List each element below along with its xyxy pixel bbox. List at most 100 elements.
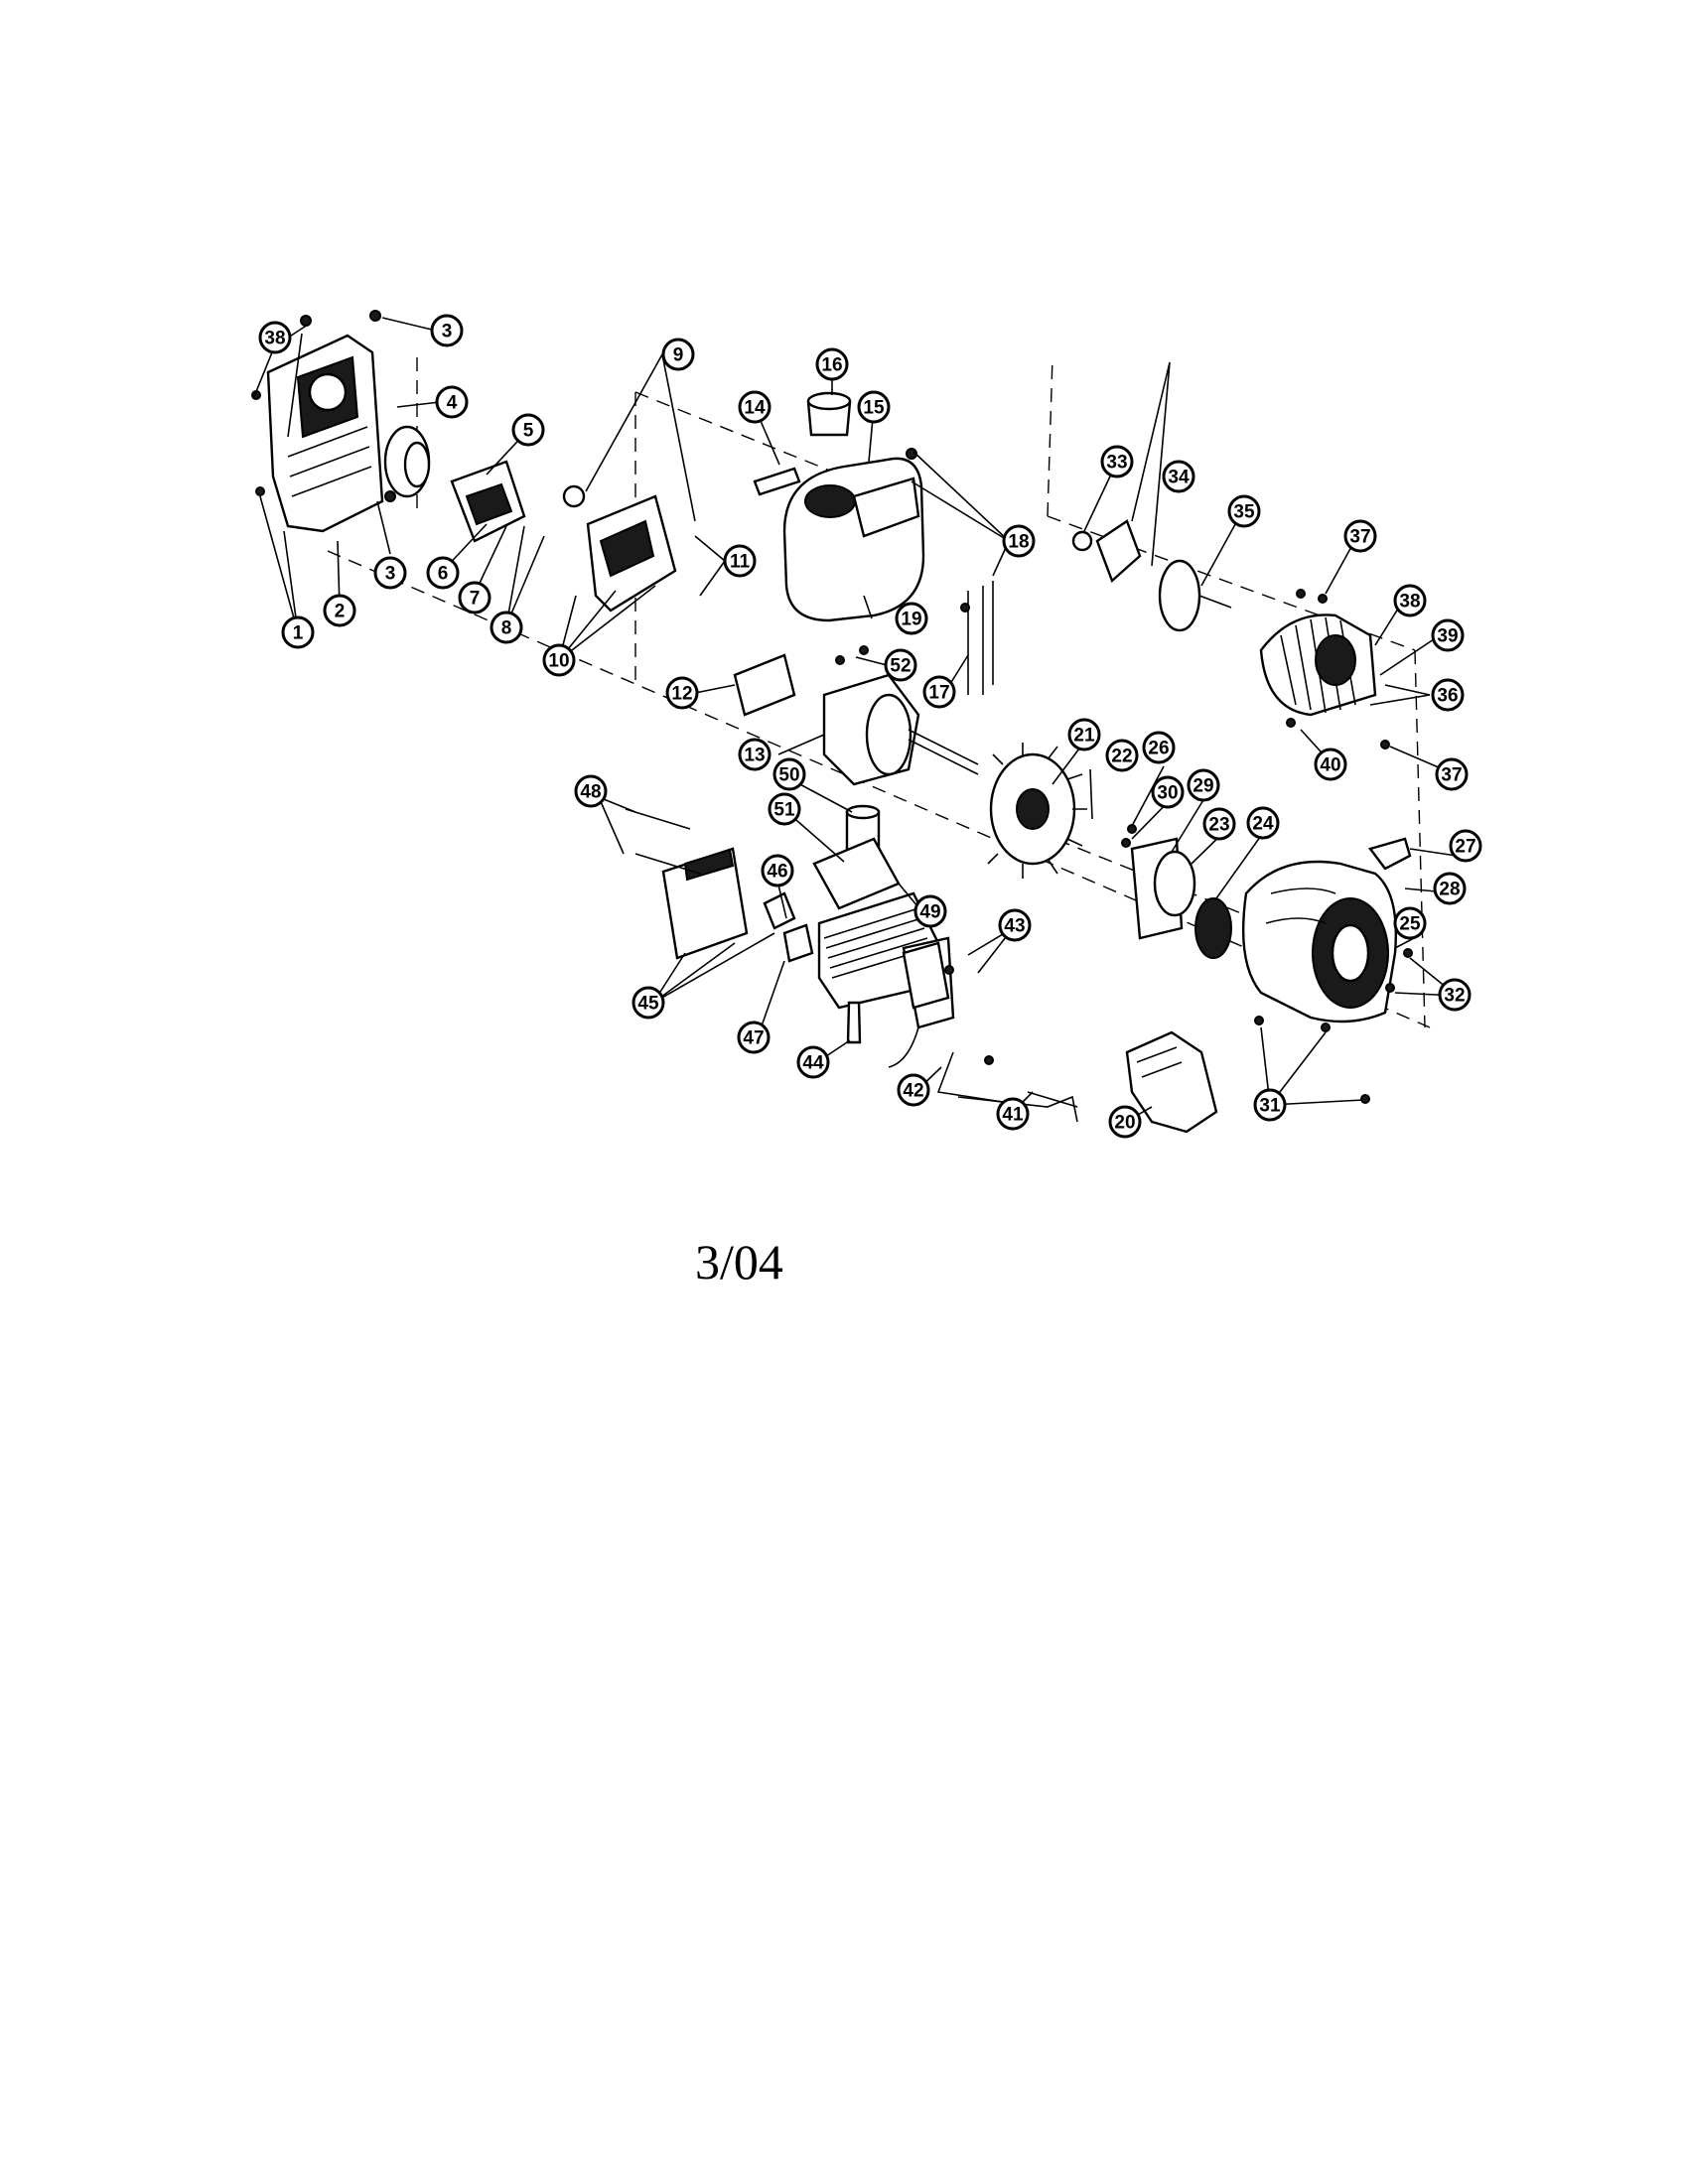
callout-38: 38 bbox=[1393, 584, 1427, 617]
callout-38: 38 bbox=[258, 321, 292, 354]
callout-label: 11 bbox=[730, 552, 751, 573]
callout-label: 6 bbox=[438, 564, 449, 585]
callout-label: 28 bbox=[1439, 880, 1460, 900]
callout-34: 34 bbox=[1162, 460, 1195, 493]
callout-13: 13 bbox=[738, 738, 772, 771]
callout-label: 5 bbox=[523, 421, 534, 442]
engine-cover bbox=[1259, 614, 1377, 717]
callout-6: 6 bbox=[426, 556, 460, 590]
callout-41: 41 bbox=[996, 1097, 1030, 1131]
callout-label: 30 bbox=[1157, 783, 1178, 804]
spark-plug bbox=[846, 1001, 862, 1044]
clutch-drum bbox=[1158, 559, 1232, 632]
callout-label: 38 bbox=[264, 329, 285, 349]
callout-26: 26 bbox=[1142, 731, 1176, 764]
callout-28: 28 bbox=[1433, 872, 1467, 905]
callout-24: 24 bbox=[1246, 806, 1280, 840]
callout-19: 19 bbox=[895, 602, 928, 635]
callout-label: 8 bbox=[501, 618, 512, 639]
callout-2: 2 bbox=[323, 594, 356, 627]
fuel-tank bbox=[782, 457, 925, 622]
callout-50: 50 bbox=[772, 757, 806, 791]
callout-12: 12 bbox=[665, 676, 699, 710]
callout-label: 25 bbox=[1399, 914, 1421, 935]
callout-48: 48 bbox=[574, 774, 608, 808]
callout-52: 52 bbox=[884, 648, 917, 682]
callout-label: 23 bbox=[1208, 815, 1229, 836]
callout-11: 11 bbox=[723, 544, 757, 578]
callout-51: 51 bbox=[768, 792, 801, 826]
callout-9: 9 bbox=[661, 338, 695, 371]
callout-label: 41 bbox=[1002, 1105, 1024, 1126]
callout-37: 37 bbox=[1343, 519, 1377, 553]
callout-label: 51 bbox=[773, 800, 795, 821]
callout-label: 9 bbox=[673, 345, 684, 366]
callout-17: 17 bbox=[922, 675, 956, 709]
callout-39: 39 bbox=[1431, 618, 1465, 652]
callout-36: 36 bbox=[1431, 678, 1465, 712]
starter-handle bbox=[1367, 837, 1412, 871]
callout-label: 2 bbox=[335, 602, 346, 622]
callout-8: 8 bbox=[490, 611, 523, 644]
callout-31: 31 bbox=[1253, 1088, 1287, 1122]
callout-33: 33 bbox=[1100, 445, 1134, 478]
gasket bbox=[733, 653, 796, 717]
callout-25: 25 bbox=[1393, 906, 1427, 940]
callout-35: 35 bbox=[1227, 494, 1261, 528]
callout-10: 10 bbox=[542, 643, 576, 677]
callout-label: 48 bbox=[580, 782, 601, 803]
callout-label: 35 bbox=[1233, 502, 1255, 523]
tank-strap bbox=[753, 467, 801, 496]
callout-label: 17 bbox=[928, 683, 949, 704]
callout-label: 33 bbox=[1106, 453, 1127, 474]
callout-label: 50 bbox=[778, 765, 799, 786]
callout-label: 36 bbox=[1437, 686, 1458, 707]
callout-22: 22 bbox=[1105, 739, 1139, 772]
callout-label: 32 bbox=[1444, 986, 1465, 1007]
callout-44: 44 bbox=[796, 1045, 830, 1079]
clutch-shoe bbox=[1095, 519, 1142, 584]
callout-label: 14 bbox=[744, 398, 766, 419]
callout-5: 5 bbox=[511, 413, 545, 447]
exhaust-gasket bbox=[782, 923, 814, 963]
callout-label: 19 bbox=[901, 610, 921, 630]
ground-wire bbox=[936, 1051, 1004, 1103]
callout-43: 43 bbox=[998, 908, 1032, 942]
clutch-washer bbox=[1071, 530, 1093, 552]
callout-32: 32 bbox=[1438, 978, 1472, 1012]
callout-label: 22 bbox=[1111, 747, 1132, 767]
callout-label: 7 bbox=[470, 589, 481, 610]
callout-label: 4 bbox=[447, 393, 458, 414]
callout-label: 1 bbox=[293, 623, 304, 644]
callout-40: 40 bbox=[1314, 748, 1347, 781]
callout-label: 45 bbox=[637, 994, 659, 1015]
fuel-cap bbox=[806, 391, 852, 437]
callout-3: 3 bbox=[430, 314, 464, 347]
callout-49: 49 bbox=[913, 894, 947, 928]
callout-label: 46 bbox=[767, 862, 787, 883]
callout-label: 12 bbox=[671, 684, 692, 705]
callout-label: 37 bbox=[1441, 765, 1462, 786]
callout-15: 15 bbox=[857, 390, 891, 424]
callout-label: 52 bbox=[890, 656, 911, 677]
callout-42: 42 bbox=[897, 1073, 930, 1107]
callout-label: 27 bbox=[1455, 837, 1475, 858]
callout-23: 23 bbox=[1202, 807, 1236, 841]
callout-label: 24 bbox=[1252, 814, 1274, 835]
callout-label: 37 bbox=[1349, 527, 1370, 548]
callout-label: 39 bbox=[1437, 626, 1458, 647]
callout-label: 29 bbox=[1193, 776, 1213, 797]
carburetor bbox=[450, 460, 526, 543]
callout-20: 20 bbox=[1108, 1105, 1142, 1139]
flywheel bbox=[987, 743, 1087, 879]
callout-3: 3 bbox=[373, 556, 407, 590]
rewind-spring bbox=[1153, 850, 1196, 917]
callout-label: 31 bbox=[1259, 1096, 1281, 1117]
callout-label: 20 bbox=[1114, 1113, 1135, 1134]
callout-label: 13 bbox=[744, 746, 765, 766]
fuel-lines bbox=[967, 581, 994, 695]
revision-date: 3/04 bbox=[695, 1234, 783, 1290]
callout-30: 30 bbox=[1151, 775, 1185, 809]
callout-label: 44 bbox=[802, 1053, 824, 1074]
